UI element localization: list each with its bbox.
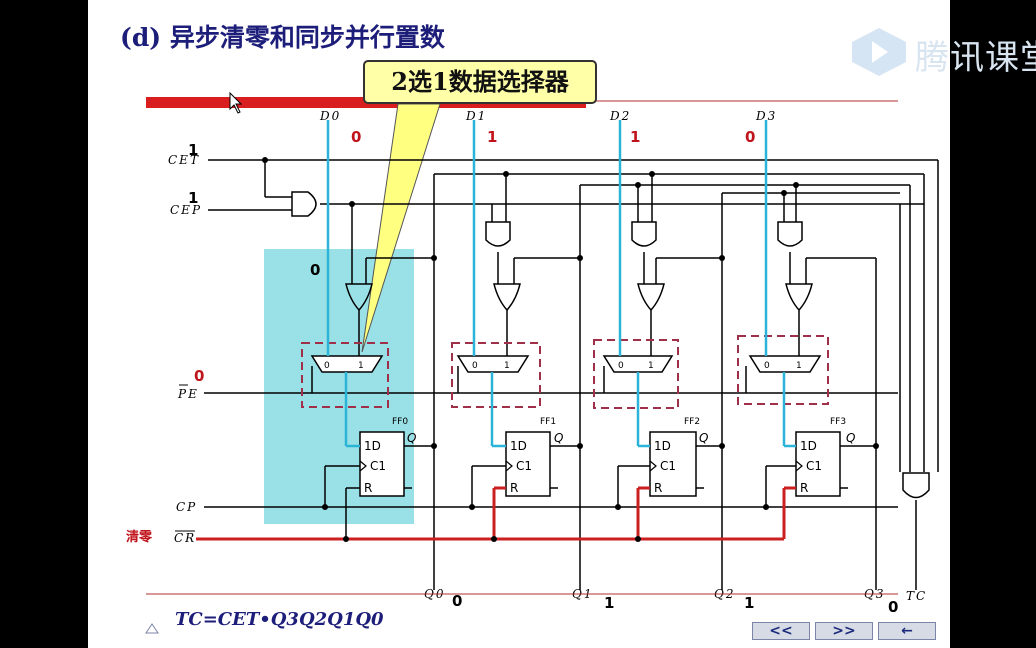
- mux-3: [748, 355, 822, 373]
- mux-callout: 2选1数据选择器: [363, 60, 597, 104]
- svg-text:0: 0: [472, 361, 478, 371]
- mux-2: [602, 355, 674, 373]
- ff0-label: FF0: [392, 417, 408, 427]
- cep-value: 1: [188, 189, 198, 207]
- svg-text:Q: Q: [407, 431, 416, 445]
- ff0-box: [359, 431, 405, 497]
- d2-label: D2: [609, 109, 631, 123]
- svg-text:1D: 1D: [510, 439, 527, 453]
- cet-label: CET: [168, 153, 200, 167]
- slide-marker-icon: [145, 623, 159, 634]
- svg-text:R: R: [800, 481, 808, 495]
- callout-pointer: [361, 103, 441, 353]
- svg-text:R: R: [654, 481, 662, 495]
- tencent-classroom-play-icon: [852, 28, 906, 76]
- svg-text:R: R: [364, 481, 372, 495]
- q1-value: 1: [604, 594, 614, 612]
- d0-value: 0: [351, 128, 361, 146]
- svg-text:Q: Q: [554, 431, 563, 445]
- tc-label: TC: [906, 589, 927, 603]
- svg-text:1: 1: [504, 361, 510, 371]
- left-black-bar: [0, 0, 88, 648]
- tc-formula: TC=CET•Q3Q2Q1Q0: [175, 609, 384, 630]
- pe-value: 0: [194, 367, 204, 385]
- cep-label: CEP: [170, 203, 202, 217]
- pe-label: PE: [177, 387, 199, 401]
- cp-label: CP: [176, 500, 197, 514]
- svg-text:Q: Q: [699, 431, 708, 445]
- svg-text:1: 1: [796, 361, 802, 371]
- d1-label: D1: [465, 109, 487, 123]
- svg-text:Q: Q: [846, 431, 855, 445]
- q0-value: 0: [452, 592, 462, 610]
- d3-label: D3: [755, 109, 777, 123]
- svg-text:1: 1: [358, 361, 364, 371]
- and-gate-cet-cep: [291, 191, 317, 217]
- svg-text:C1: C1: [660, 459, 676, 473]
- d1-value: 1: [487, 128, 497, 146]
- svg-text:C1: C1: [516, 459, 532, 473]
- q3-value: 0: [888, 598, 898, 616]
- svg-text:C1: C1: [806, 459, 822, 473]
- ff2-box: [649, 431, 697, 497]
- prev-slide-button[interactable]: <<: [752, 622, 810, 640]
- svg-text:0: 0: [324, 361, 330, 371]
- d2-value: 1: [630, 128, 640, 146]
- mux-1: [456, 355, 530, 373]
- mouse-cursor-icon: [229, 91, 243, 114]
- ff3-label: FF3: [830, 417, 846, 427]
- svg-text:0: 0: [764, 361, 770, 371]
- d3-value: 0: [745, 128, 755, 146]
- mux-select-value: 0: [310, 261, 320, 279]
- ff1-box: [505, 431, 551, 497]
- ff2-label: FF2: [684, 417, 700, 427]
- svg-text:R: R: [510, 481, 518, 495]
- svg-text:0: 0: [618, 361, 624, 371]
- cet-value: 1: [188, 141, 198, 159]
- return-button[interactable]: ←: [878, 622, 936, 640]
- svg-text:C1: C1: [370, 459, 386, 473]
- right-black-bar: [950, 0, 1036, 648]
- ff3-box: [795, 431, 841, 497]
- svg-text:1: 1: [648, 361, 654, 371]
- cr-label: CR: [174, 531, 196, 545]
- clear-label: 清零: [126, 529, 153, 545]
- ff1-label: FF1: [540, 417, 556, 427]
- svg-text:1D: 1D: [654, 439, 671, 453]
- svg-text:1D: 1D: [800, 439, 817, 453]
- d0-label: D0: [319, 109, 341, 123]
- q2-value: 1: [744, 594, 754, 612]
- watermark-text: 腾讯课堂: [915, 38, 1036, 78]
- next-slide-button[interactable]: >>: [815, 622, 873, 640]
- slide-title: (d) 异步清零和同步并行置数: [120, 23, 445, 52]
- svg-text:1D: 1D: [364, 439, 381, 453]
- mux-0: [310, 355, 384, 373]
